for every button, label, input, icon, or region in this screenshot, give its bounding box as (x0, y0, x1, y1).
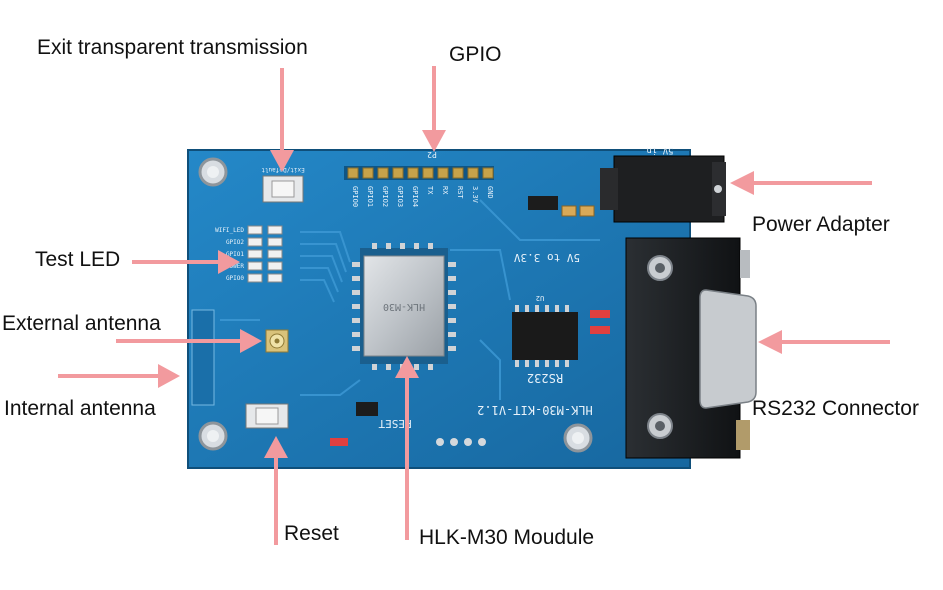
led-label: GPIO0 (226, 275, 244, 282)
led-label: GPIO1 (226, 251, 244, 258)
label-power-adapter: Power Adapter (752, 213, 890, 236)
arrow-reset (264, 436, 288, 545)
label-gpio: GPIO (449, 43, 502, 66)
label-reset: Reset (284, 522, 339, 545)
hlk-m30-module (352, 243, 456, 370)
callout-arrows (58, 66, 890, 545)
arrow-exit (270, 68, 294, 172)
exit-button-component (262, 175, 304, 203)
arrow-external-antenna (116, 329, 262, 353)
silk-board-name: HLK-M30-KIT-V1.2 (477, 403, 593, 417)
gpio-pin-label: GPIO1 (366, 186, 374, 207)
arrow-power (730, 171, 872, 195)
power-jack (600, 155, 726, 223)
led-array (247, 225, 283, 283)
arrow-rs232 (758, 330, 890, 354)
label-internal-antenna: Internal antenna (4, 397, 156, 420)
label-test-led: Test LED (35, 248, 121, 271)
small-components (330, 196, 610, 446)
gpio-pin-label: GND (486, 186, 494, 199)
silk-p2: P2 (427, 150, 437, 159)
label-external-antenna: External antenna (2, 312, 161, 335)
label-module: HLK-M30 Moudule (419, 526, 595, 549)
silk-5v-in: 5V in (646, 145, 673, 155)
gpio-pin-label: GPIO2 (381, 186, 389, 207)
mounting-holes (198, 157, 593, 453)
gpio-pin-label: RX (441, 186, 449, 195)
gpio-pin-label: GPIO3 (396, 186, 404, 207)
silk-u2: U2 (536, 294, 544, 302)
silk-chip-label: HLK-M30 (383, 301, 425, 312)
led-label: POWER (226, 263, 244, 270)
arrow-internal-antenna (58, 364, 180, 388)
led-label: WIFI_LED (215, 227, 244, 234)
label-rs232-connector: RS232 Connector (752, 397, 919, 420)
silkscreen: HLK-M30-KIT-V1.2 RS232 RESET 5V in 5V to… (215, 145, 673, 430)
antenna-connector (265, 329, 289, 353)
label-exit-transparent: Exit transparent transmission (37, 36, 308, 59)
silk-reset: RESET (378, 417, 411, 430)
arrow-gpio (422, 66, 446, 152)
gpio-pin-label: RST (456, 186, 464, 199)
led-label: GPIO2 (226, 239, 244, 246)
gpio-pin-label: TX (426, 186, 434, 195)
gpio-pin-label: GPIO4 (411, 186, 419, 207)
gpio-header (344, 166, 494, 180)
gpio-pin-label: GPIO0 (351, 186, 359, 207)
gpio-pin-labels: GPIO0 GPIO1 GPIO2 GPIO3 GPIO4 TX RX RST 3.3V GND (351, 186, 494, 207)
reset-button-component (245, 403, 289, 429)
rs232-db9-connector (625, 237, 757, 459)
silk-5v-to-3v3: 5V to 3.3V (514, 251, 581, 264)
gpio-pin-label: 3.3V (471, 186, 479, 204)
silk-rs232: RS232 (527, 371, 563, 385)
arrow-test-led (132, 250, 240, 274)
arrow-module (395, 356, 419, 540)
